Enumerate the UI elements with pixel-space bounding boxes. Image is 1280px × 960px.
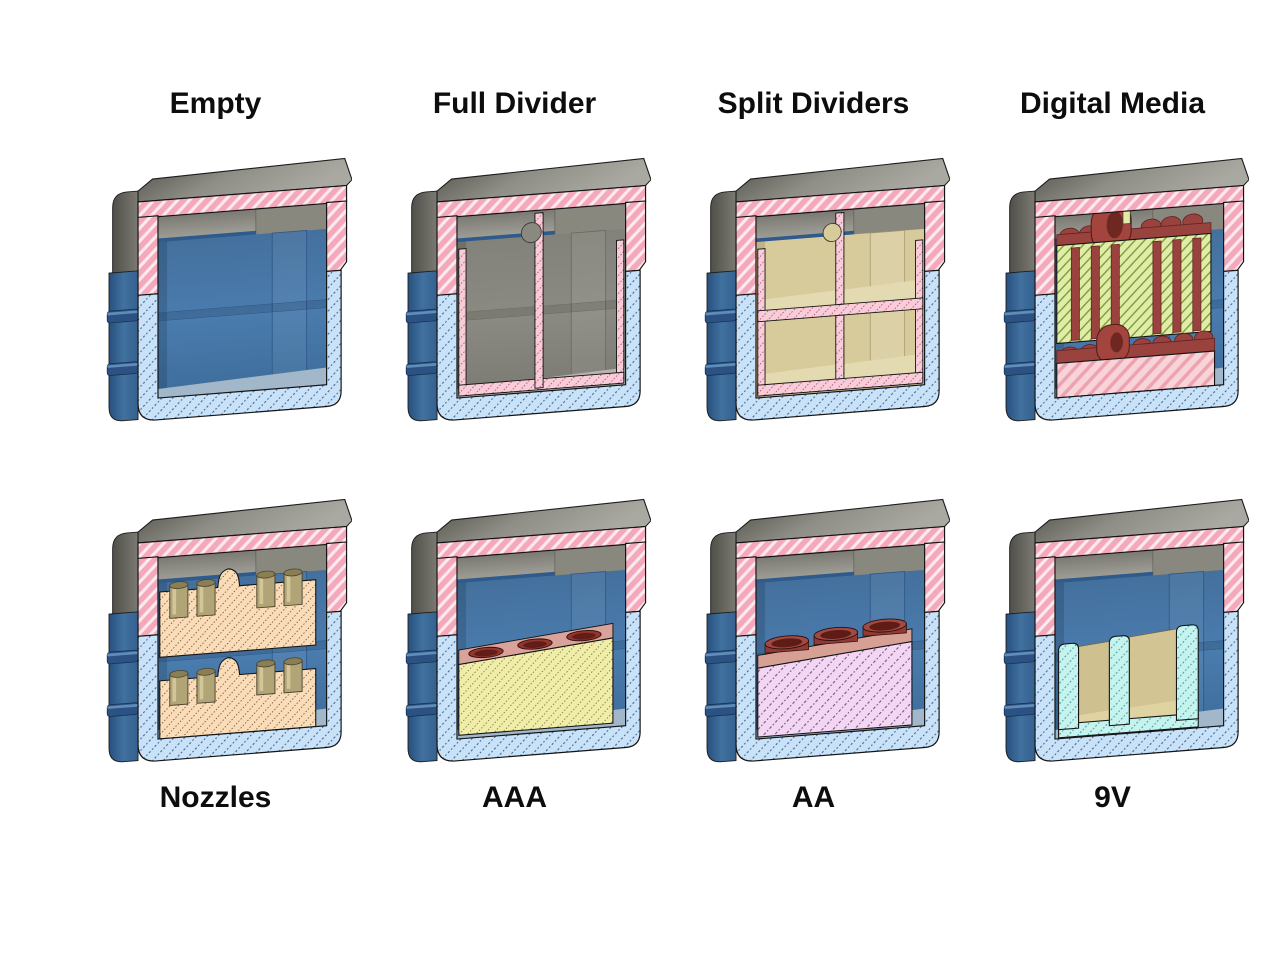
section-view-nine-v <box>1003 498 1249 764</box>
nozzle-cylinders <box>168 657 303 706</box>
battery-holes <box>467 630 602 659</box>
variant-cell-aaa: AAA <box>365 489 664 816</box>
nozzle-tray-lower <box>158 657 316 740</box>
section-view-split-dividers <box>704 157 950 423</box>
section-view-full-divider <box>405 157 651 423</box>
section-view-aaa <box>405 498 651 764</box>
aa-battery-insert <box>756 618 912 738</box>
aaa-battery-insert <box>457 622 613 736</box>
variant-label-full-divider: Full Divider <box>432 87 597 120</box>
variant-label-empty: Empty <box>169 87 262 120</box>
section-view-aa <box>704 498 950 764</box>
full-divider-insert <box>457 212 624 397</box>
split-divider-insert <box>756 212 923 397</box>
variant-label-digital-media: Digital Media <box>1019 87 1206 120</box>
variant-label-aa: AA <box>791 781 836 814</box>
compartment-floors <box>764 280 916 385</box>
section-view-nozzles <box>106 498 352 764</box>
variant-label-nozzles: Nozzles <box>159 781 272 814</box>
variant-label-nine-v: 9V <box>1094 781 1131 814</box>
variant-cell-nozzles: Nozzles <box>66 489 365 816</box>
variant-cell-digital-media: Digital Media <box>963 86 1262 431</box>
nozzle-cylinders <box>168 568 303 619</box>
variant-cell-nine-v: 9V <box>963 489 1262 816</box>
nine-v-insert <box>1057 624 1199 739</box>
section-view-empty <box>106 157 352 423</box>
variant-label-split-dividers: Split Dividers <box>717 87 910 120</box>
variant-cell-empty: Empty <box>66 86 365 431</box>
sd-card-insert <box>1055 197 1211 345</box>
variant-grid: Empty Full Divider <box>66 86 1262 816</box>
microsd-tray-insert <box>1055 323 1215 399</box>
variant-label-aaa: AAA <box>482 781 547 814</box>
variant-cell-full-divider: Full Divider <box>365 86 664 431</box>
battery-cups <box>764 618 907 654</box>
section-view-digital-media <box>1003 157 1249 423</box>
variant-cell-aa: AA <box>664 489 963 816</box>
variant-cell-split-dividers: Split Dividers <box>664 86 963 431</box>
nozzle-tray-upper <box>158 568 316 658</box>
box-interior <box>157 228 327 399</box>
